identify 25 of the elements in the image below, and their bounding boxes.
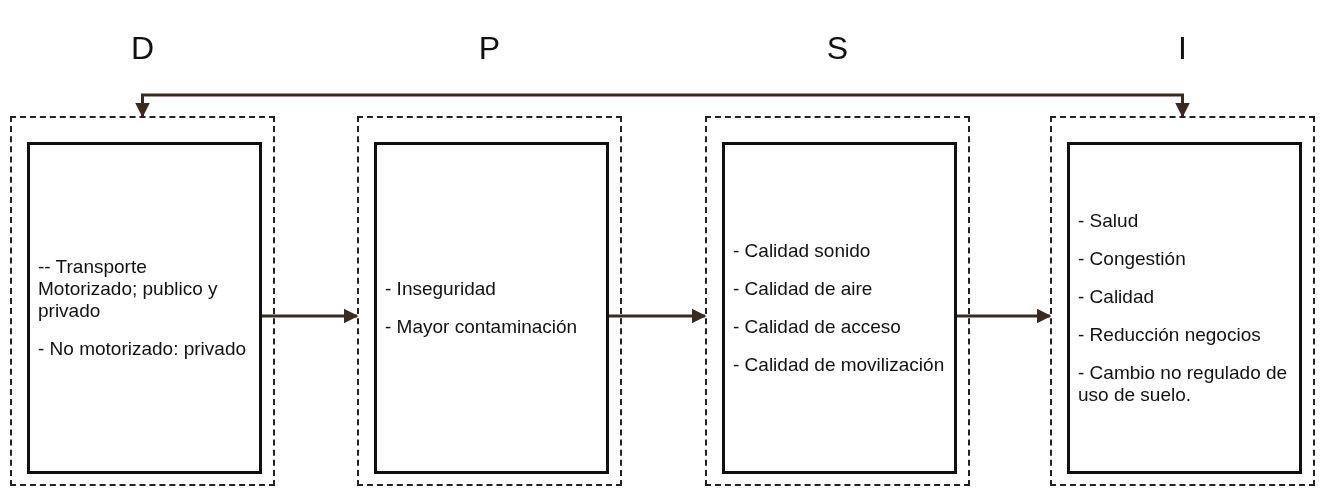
list-item-text: - Calidad sonido	[733, 240, 872, 263]
list-item-text: - Inseguridad	[385, 278, 497, 300]
list-item-text: - Calidad de movilización	[733, 353, 946, 376]
arrow	[607, 308, 707, 324]
list-item-text: - No motorizado: privado	[38, 337, 248, 360]
list-item-text: - Cambio no regulado de uso de suelo.	[1078, 361, 1289, 406]
content-box	[27, 142, 262, 474]
list-item-text: - Mayor contaminación	[385, 316, 579, 338]
content-box	[722, 142, 957, 474]
arrow	[955, 308, 1052, 324]
stage-heading: I	[1177, 32, 1188, 64]
list-item-text: - Congestión	[1078, 248, 1187, 271]
stage-heading: S	[825, 32, 850, 64]
list-item-text: -- Transporte Motorizado; publico y privado	[38, 256, 219, 322]
list-item-text: - Calidad de acceso	[733, 316, 902, 338]
stage-heading: D	[129, 32, 156, 64]
arrow	[260, 308, 359, 324]
stage-heading: P	[477, 32, 502, 64]
list-item-text: - Salud	[1078, 210, 1140, 233]
content-box	[374, 142, 609, 474]
content-box	[1067, 142, 1302, 474]
list-item-text: - Reducción negocios	[1078, 324, 1262, 346]
list-item-text: - Calidad de aire	[733, 278, 874, 300]
arrow	[135, 93, 1190, 118]
list-item-text: - Calidad	[1078, 286, 1156, 308]
